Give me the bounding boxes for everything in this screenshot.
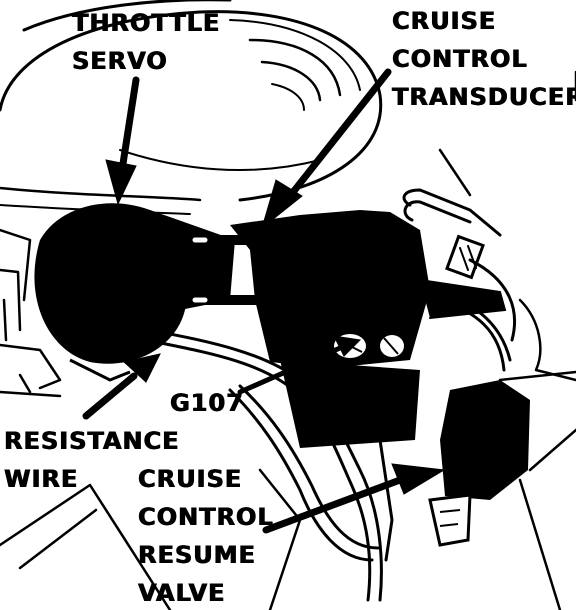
ground-label-text: G107: [170, 389, 244, 417]
resistance-wire-label-line-2: WIRE: [4, 465, 79, 493]
transducer-label-line-2: CONTROL: [392, 45, 528, 73]
resume-valve-label-line-3: RESUME: [138, 541, 256, 569]
vacuum-hoses: [148, 328, 394, 602]
transducer-label-line-1: CRUISE: [392, 7, 497, 35]
transducer-arrow: [261, 68, 392, 230]
leader-arrows: [82, 68, 446, 534]
resume-valve-arrow: [262, 463, 446, 534]
throttle-servo-arrow: [105, 76, 140, 206]
air-cleaner-lid: [0, 0, 383, 215]
ground-g107-label: G107: [170, 384, 244, 422]
resistance-wire-label: RESISTANCE WIRE: [4, 422, 180, 498]
resume-valve-label-line-4: VALVE: [138, 579, 226, 607]
resistance-wire-label-line-1: RESISTANCE: [4, 427, 180, 455]
throttle-servo-label: THROTTLE SERVO: [72, 4, 220, 80]
transducer-body: [230, 210, 430, 448]
engine-details-left: [0, 228, 62, 398]
resistance-wire-arrow: [82, 353, 161, 420]
g107-arrow: [237, 335, 362, 395]
resume-valve-label-line-2: CONTROL: [138, 503, 274, 531]
cruise-control-transducer-label: CRUISE CONTROL TRANSDUCER: [392, 2, 576, 116]
cruise-control-resume-valve-label: CRUISE CONTROL RESUME VALVE: [138, 460, 274, 610]
resume-valve-body: [428, 380, 530, 547]
connector-harness: [402, 188, 517, 372]
throttle-servo-label-line-2: SERVO: [72, 47, 168, 75]
resume-valve-label-line-1: CRUISE: [138, 465, 243, 493]
transducer-label-line-3: TRANSDUCER: [392, 83, 576, 111]
fender-lines-right: [438, 70, 576, 610]
throttle-servo-label-line-1: THROTTLE: [72, 9, 221, 37]
